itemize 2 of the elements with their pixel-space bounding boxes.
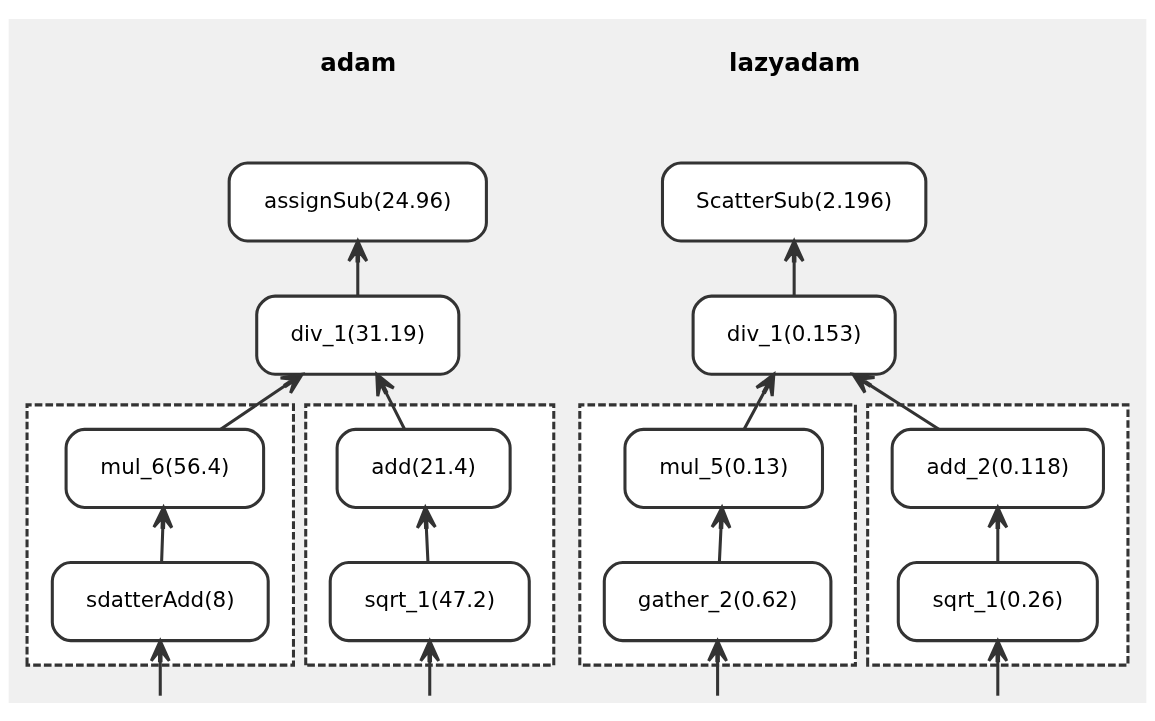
label: adam [320, 47, 397, 77]
label: lazyadam [729, 47, 861, 77]
